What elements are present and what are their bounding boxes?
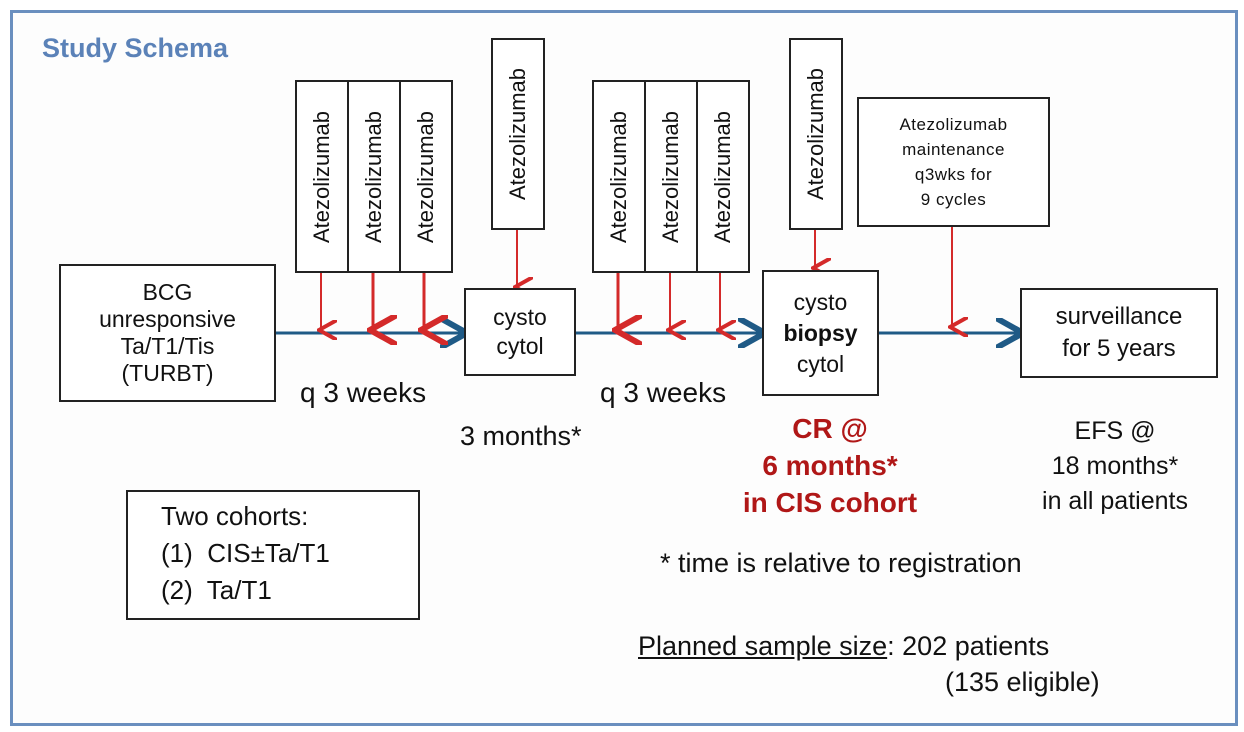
cohorts-title: Two cohorts: [161,501,309,531]
surv-line-2: for 5 years [1062,335,1176,362]
efs-line-3: in all patients [1042,487,1188,515]
sample-size: Planned sample size: 202 patients (135 e… [638,628,1100,700]
start-line-1: BCG [142,279,193,305]
maint-line-2: maintenance [902,140,1005,159]
cysto2-line-1: cysto [793,288,848,315]
drug-label-7: Atezolizumab [710,110,735,243]
cysto1-line-2: cytol [496,333,544,359]
cr-line-3: in CIS cohort [742,487,918,518]
drug-box-5: Atezolizumab [592,80,646,273]
drug-label-8: Atezolizumab [803,67,828,201]
drug-label-2: Atezolizumab [361,110,386,243]
three-months-label: 3 months* [460,421,582,451]
sample-size-label: Planned sample size [638,631,888,661]
maint-line-3: q3wks for [914,165,993,184]
efs-line-2: 18 months* [1051,452,1179,480]
cysto2-line-2: biopsy [783,319,858,346]
cysto1-line-1: cysto [493,304,547,330]
cohort-1: (1) CIS±Ta/T1 [161,538,330,568]
interval-label-1: q 3 weeks [300,377,427,408]
cysto-box-1: cysto cytol [464,288,576,376]
sample-size-eligible: (135 eligible) [945,667,1100,697]
start-line-2: unresponsive [99,306,236,332]
start-line-3: Ta/T1/Tis [120,333,215,359]
cr-line-2: 6 months* [762,450,898,481]
cr-endpoint: CR @ 6 months* in CIS cohort [700,410,960,521]
sample-size-value: : 202 patients [887,631,1050,661]
maint-line-1: Atezolizumab [899,115,1008,134]
cohort-2: (2) Ta/T1 [161,575,272,605]
drug-box-7: Atezolizumab [696,80,750,273]
cysto-box-2: cysto biopsy cytol [762,270,879,396]
drug-label-3: Atezolizumab [413,110,438,243]
drug-box-6: Atezolizumab [644,80,698,273]
drug-label-4: Atezolizumab [505,67,530,201]
drug-label-5: Atezolizumab [606,110,631,243]
surv-line-1: surveillance [1055,303,1183,330]
interval-label-2: q 3 weeks [600,377,727,408]
drug-box-2: Atezolizumab [347,80,401,273]
start-box: BCG unresponsive Ta/T1/Tis (TURBT) [59,264,276,402]
schema-title: Study Schema [42,33,229,63]
efs-line-1: EFS @ [1074,417,1156,445]
cr-line-1: CR @ [792,413,868,444]
surveillance-box: surveillance for 5 years [1020,288,1218,378]
drug-label-1: Atezolizumab [309,110,334,243]
drug-box-4: Atezolizumab [491,38,545,230]
start-line-4: (TURBT) [121,360,214,386]
drug-box-3: Atezolizumab [399,80,453,273]
drug-box-8: Atezolizumab [789,38,843,230]
drug-label-6: Atezolizumab [658,110,683,243]
maintenance-box: Atezolizumab maintenance q3wks for 9 cyc… [857,97,1050,227]
drug-box-1: Atezolizumab [295,80,349,273]
maint-line-4: 9 cycles [920,190,987,209]
time-note: * time is relative to registration [660,548,1022,578]
cysto2-line-3: cytol [796,350,845,377]
cohorts-box: Two cohorts: (1) CIS±Ta/T1 (2) Ta/T1 [126,490,420,620]
efs-endpoint: EFS @ 18 months* in all patients [1010,414,1220,519]
